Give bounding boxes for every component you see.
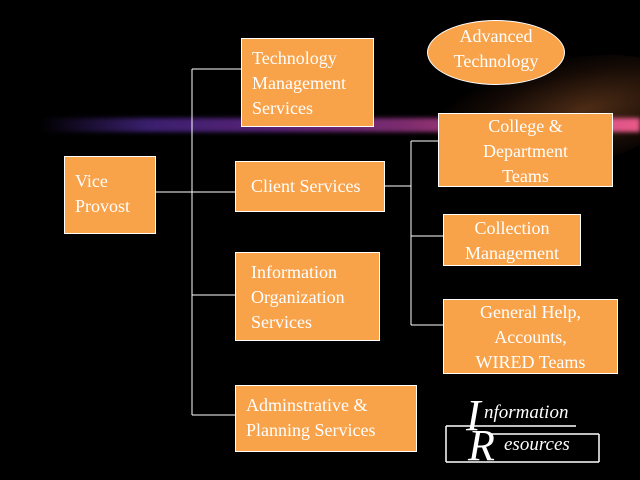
collection-management-box: Collection Management (443, 214, 581, 266)
logo-word-resources: esources (504, 434, 570, 455)
vice-provost-line-1: Vice (75, 171, 108, 191)
information-resources-logo: I nformation R esources (444, 394, 604, 468)
client-services-box: Client Services (235, 161, 385, 212)
information-organization-line-3: Services (251, 312, 312, 332)
logo-letter-i: I (466, 391, 481, 440)
advanced-technology-oval: Advanced Technology (427, 20, 565, 85)
client-services-label: Client Services (251, 176, 361, 196)
logo-frame-lines (445, 425, 600, 463)
vice-provost-box: Vice Provost (64, 156, 156, 234)
general-help-box: General Help, Accounts, WIRED Teams (443, 299, 618, 374)
general-help-line-3: WIRED Teams (475, 352, 586, 372)
information-organization-line-1: Information (251, 262, 337, 282)
college-department-line-1: College & (488, 116, 563, 136)
logo-letter-r: R (468, 421, 495, 470)
information-organization-line-2: Organization (251, 287, 345, 307)
vice-provost-line-2: Provost (75, 196, 131, 216)
collection-management-line-1: Collection (474, 218, 550, 238)
technology-management-box: Technology Management Services (241, 38, 374, 127)
technology-management-line-1: Technology (252, 48, 337, 68)
administrative-planning-box: Adminstrative & Planning Services (235, 385, 417, 452)
general-help-line-2: Accounts, (494, 327, 567, 347)
general-help-line-1: General Help, (480, 302, 581, 322)
advanced-technology-line-1: Advanced (459, 26, 533, 46)
college-department-box: College & Department Teams (438, 113, 613, 187)
logo-word-information: nformation (484, 402, 569, 423)
college-department-line-3: Teams (502, 166, 549, 186)
advanced-technology-line-2: Technology (453, 51, 539, 71)
collection-management-line-2: Management (465, 243, 559, 263)
administrative-planning-line-1: Adminstrative & (246, 395, 368, 415)
college-department-line-2: Department (483, 141, 568, 161)
technology-management-line-2: Management (252, 73, 346, 93)
administrative-planning-line-2: Planning Services (246, 420, 376, 440)
information-organization-box: Information Organization Services (235, 252, 380, 341)
technology-management-line-3: Services (252, 98, 313, 118)
